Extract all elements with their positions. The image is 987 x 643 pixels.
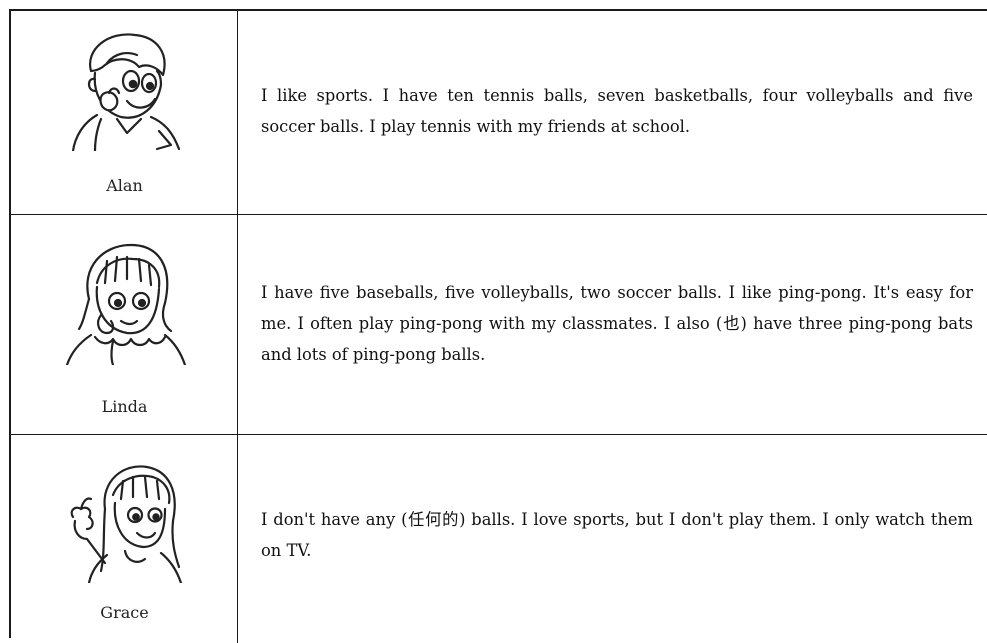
passage-text: I have five baseballs, five volleyballs,… [261, 283, 973, 364]
person-name: Alan [106, 176, 143, 195]
passage-text: I don't have any (任何的) balls. I love spo… [261, 510, 973, 560]
person-cell: Grace [11, 435, 238, 643]
person-cell: Linda [11, 215, 238, 434]
table-row: Alan I like sports. I have ten tennis ba… [11, 11, 987, 215]
table-row: Grace I don't have any (任何的) balls. I lo… [11, 435, 987, 643]
grace-portrait [70, 465, 183, 583]
passage-text: I like sports. I have ten tennis balls, … [261, 86, 973, 136]
table-row: Linda I have five baseballs, five volley… [11, 215, 987, 435]
person-cell: Alan [11, 11, 238, 214]
sports-reading-table: Alan I like sports. I have ten tennis ba… [9, 9, 987, 643]
linda-portrait [65, 243, 187, 365]
person-name: Linda [101, 397, 148, 416]
alan-portrait [71, 33, 181, 151]
person-name: Grace [100, 603, 149, 622]
